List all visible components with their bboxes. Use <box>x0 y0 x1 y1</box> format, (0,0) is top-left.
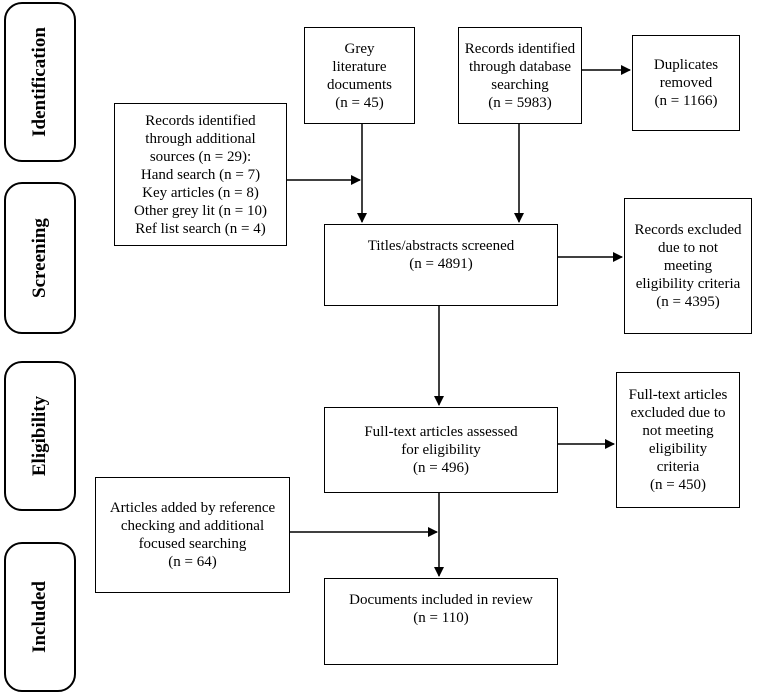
added-articles-box: Articles added by reference checking and… <box>95 477 290 593</box>
box-line: (n = 1166) <box>654 93 718 109</box>
box-line: documents <box>327 76 392 93</box>
phase-screening: Screening <box>4 182 76 334</box>
records-excluded-box: Records excluded due to not meeting elig… <box>624 198 752 334</box>
box-line: focused searching <box>138 536 247 552</box>
box-line: Grey <box>344 40 375 57</box>
box-line: Records excluded <box>634 222 742 238</box>
titles-abstracts-screened-box: Titles/abstracts screened (n = 4891) <box>324 224 558 306</box>
fulltext-assessed-box: Full-text articles assessed for eligibil… <box>324 407 558 493</box>
box-line: eligibility <box>648 441 708 457</box>
phase-eligibility: Eligibility <box>4 361 76 511</box>
box-line: (n = 45) <box>335 94 384 111</box>
box-line: Full-text articles <box>628 387 728 403</box>
box-line: Titles/abstracts screened <box>367 238 515 254</box>
box-line: criteria <box>656 459 700 475</box>
box-line: Records identified <box>145 112 256 129</box>
fulltext-excluded-box: Full-text articles excluded due to not m… <box>616 372 740 508</box>
box-line: Hand search (n = 7) <box>140 166 261 183</box>
box-line: not meeting <box>642 423 714 439</box>
box-line: (n = 496) <box>413 460 469 476</box>
box-line: sources (n = 29): <box>149 148 252 165</box>
box-line: (n = 5983) <box>488 94 552 111</box>
box-line: Duplicates <box>653 57 719 73</box>
phase-identification: Identification <box>4 2 76 162</box>
box-line: (n = 110) <box>413 610 469 626</box>
box-line: through database <box>468 58 572 75</box>
box-line: meeting <box>663 258 713 274</box>
documents-included-box: Documents included in review (n = 110) <box>324 578 558 665</box>
phase-included: Included <box>4 542 76 692</box>
box-line: Documents included in review <box>349 592 533 608</box>
box-line: Ref list search (n = 4) <box>135 220 266 237</box>
box-line: (n = 4395) <box>656 294 720 310</box>
box-line: Other grey lit (n = 10) <box>133 202 267 219</box>
box-line: searching <box>491 76 549 93</box>
box-line: Articles added by reference <box>109 500 276 516</box>
box-line: for eligibility <box>401 442 481 458</box>
box-line: through additional <box>145 130 256 147</box>
additional-sources-box: Records identified through additional so… <box>114 103 287 246</box>
box-line: Records identified <box>464 40 576 57</box>
box-line: due to not <box>658 240 718 256</box>
box-line: excluded due to <box>630 405 726 421</box>
box-line: Full-text articles assessed <box>364 424 518 440</box>
database-records-box: Records identified through database sear… <box>458 27 582 124</box>
box-line: (n = 4891) <box>409 256 473 272</box>
grey-literature-box: Grey literature documents (n = 45) <box>304 27 415 124</box>
box-line: Key articles (n = 8) <box>142 184 259 201</box>
box-line: removed <box>659 75 713 91</box>
box-line: literature <box>332 58 387 75</box>
box-line: (n = 450) <box>650 477 706 493</box>
box-line: (n = 64) <box>168 554 217 570</box>
box-line: eligibility criteria <box>635 276 741 292</box>
box-line: checking and additional <box>120 518 265 534</box>
duplicates-removed-box: Duplicates removed (n = 1166) <box>632 35 740 131</box>
